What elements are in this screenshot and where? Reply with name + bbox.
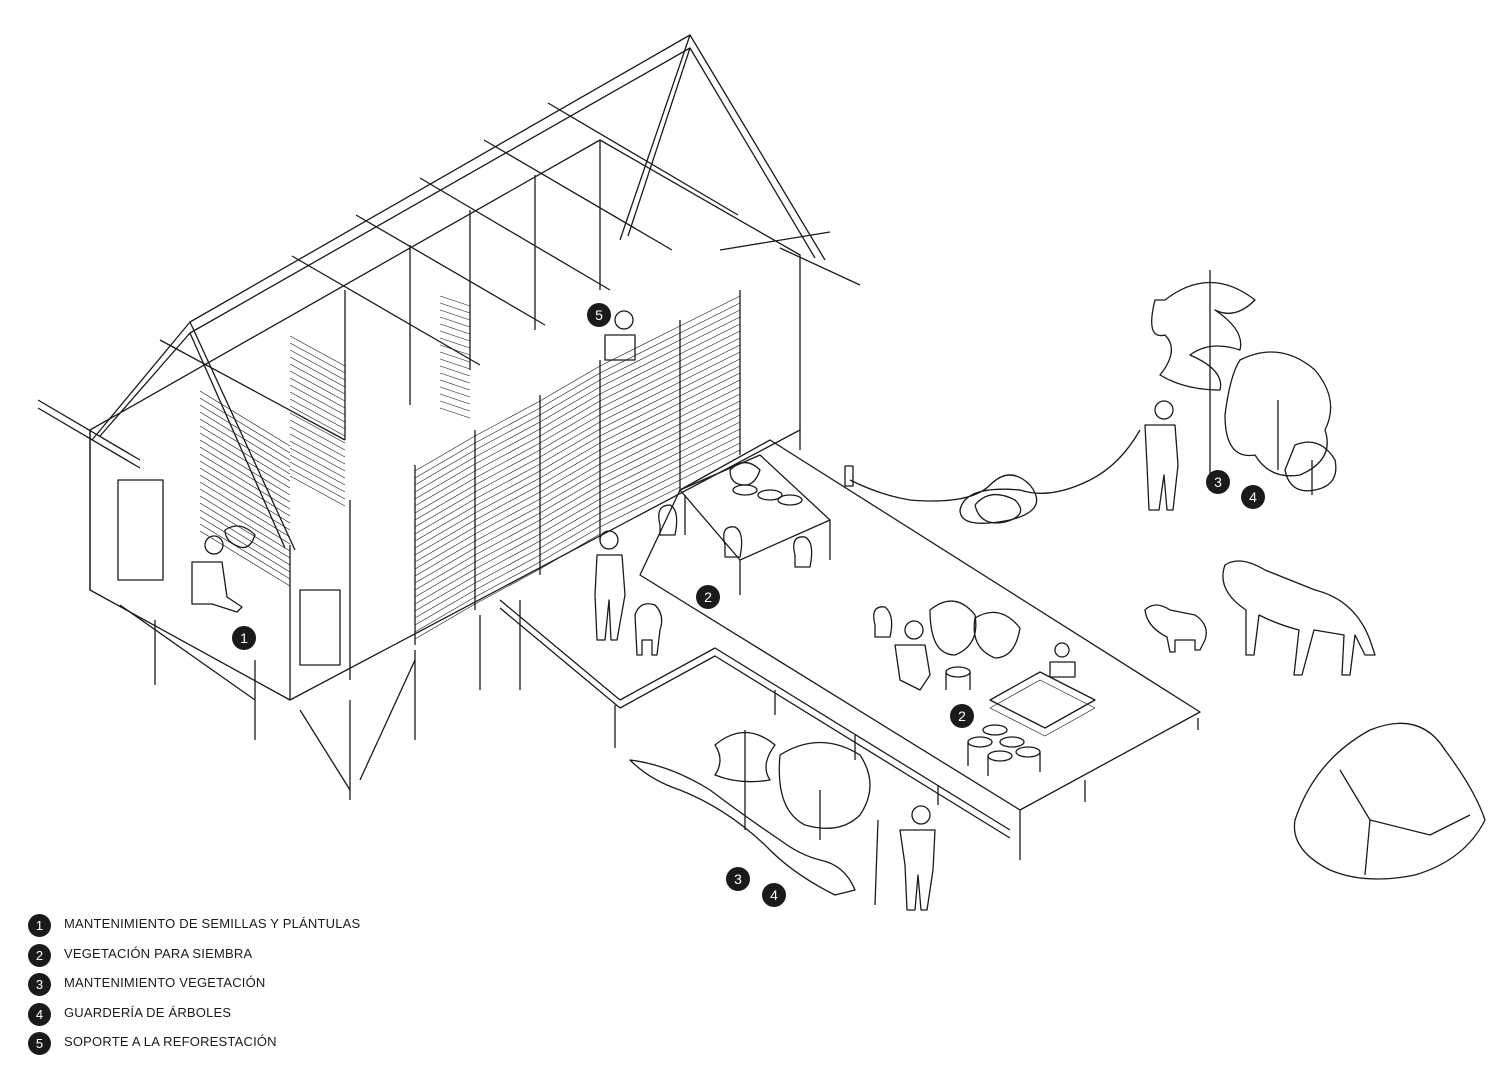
legend-item: 2 VEGETACIÓN PARA SIEMBRA bbox=[28, 942, 508, 972]
terrain bbox=[629, 759, 856, 896]
marker-4: 4 bbox=[762, 883, 786, 907]
legend-number: 5 bbox=[28, 1032, 51, 1056]
people-figures bbox=[191, 310, 1179, 911]
legend-item: 4 GUARDERÍA DE ÁRBOLES bbox=[28, 1001, 508, 1031]
garden-hose bbox=[844, 429, 1141, 524]
trees bbox=[224, 270, 1337, 840]
legend-number: 4 bbox=[28, 1002, 51, 1026]
planters-and-pots bbox=[945, 666, 1096, 776]
house-walls bbox=[89, 139, 801, 701]
boulder bbox=[1293, 722, 1486, 880]
legend: 1 MANTENIMIENTO DE SEMILLAS Y PLÁNTULAS … bbox=[28, 912, 508, 1060]
deck bbox=[499, 439, 1201, 860]
legend-label: SOPORTE A LA REFORESTACIÓN bbox=[64, 1034, 277, 1050]
marker-2: 2 bbox=[696, 585, 720, 609]
marker-1: 1 bbox=[232, 626, 256, 650]
legend-label: MANTENIMIENTO VEGETACIÓN bbox=[64, 975, 266, 991]
legend-item: 5 SOPORTE A LA REFORESTACIÓN bbox=[28, 1030, 508, 1060]
legend-number: 1 bbox=[28, 914, 51, 937]
legend-label: MANTENIMIENTO DE SEMILLAS Y PLÁNTULAS bbox=[64, 916, 361, 931]
legend-label: VEGETACIÓN PARA SIEMBRA bbox=[64, 945, 253, 961]
legend-item: 3 MANTENIMIENTO VEGETACIÓN bbox=[28, 971, 508, 1001]
roof-structure bbox=[37, 34, 861, 551]
siding-lines bbox=[199, 295, 741, 640]
marker-3: 3 bbox=[1206, 470, 1230, 494]
marker-5: 5 bbox=[587, 303, 611, 327]
legend-item: 1 MANTENIMIENTO DE SEMILLAS Y PLÁNTULAS bbox=[28, 912, 508, 942]
animals bbox=[634, 560, 1376, 676]
marker-4: 4 bbox=[1241, 485, 1265, 509]
marker-3: 3 bbox=[726, 867, 750, 891]
legend-number: 2 bbox=[28, 943, 51, 967]
legend-label: GUARDERÍA DE ÁRBOLES bbox=[64, 1004, 232, 1020]
marker-2: 2 bbox=[950, 704, 974, 728]
legend-number: 3 bbox=[28, 973, 51, 997]
stilts bbox=[119, 430, 801, 800]
